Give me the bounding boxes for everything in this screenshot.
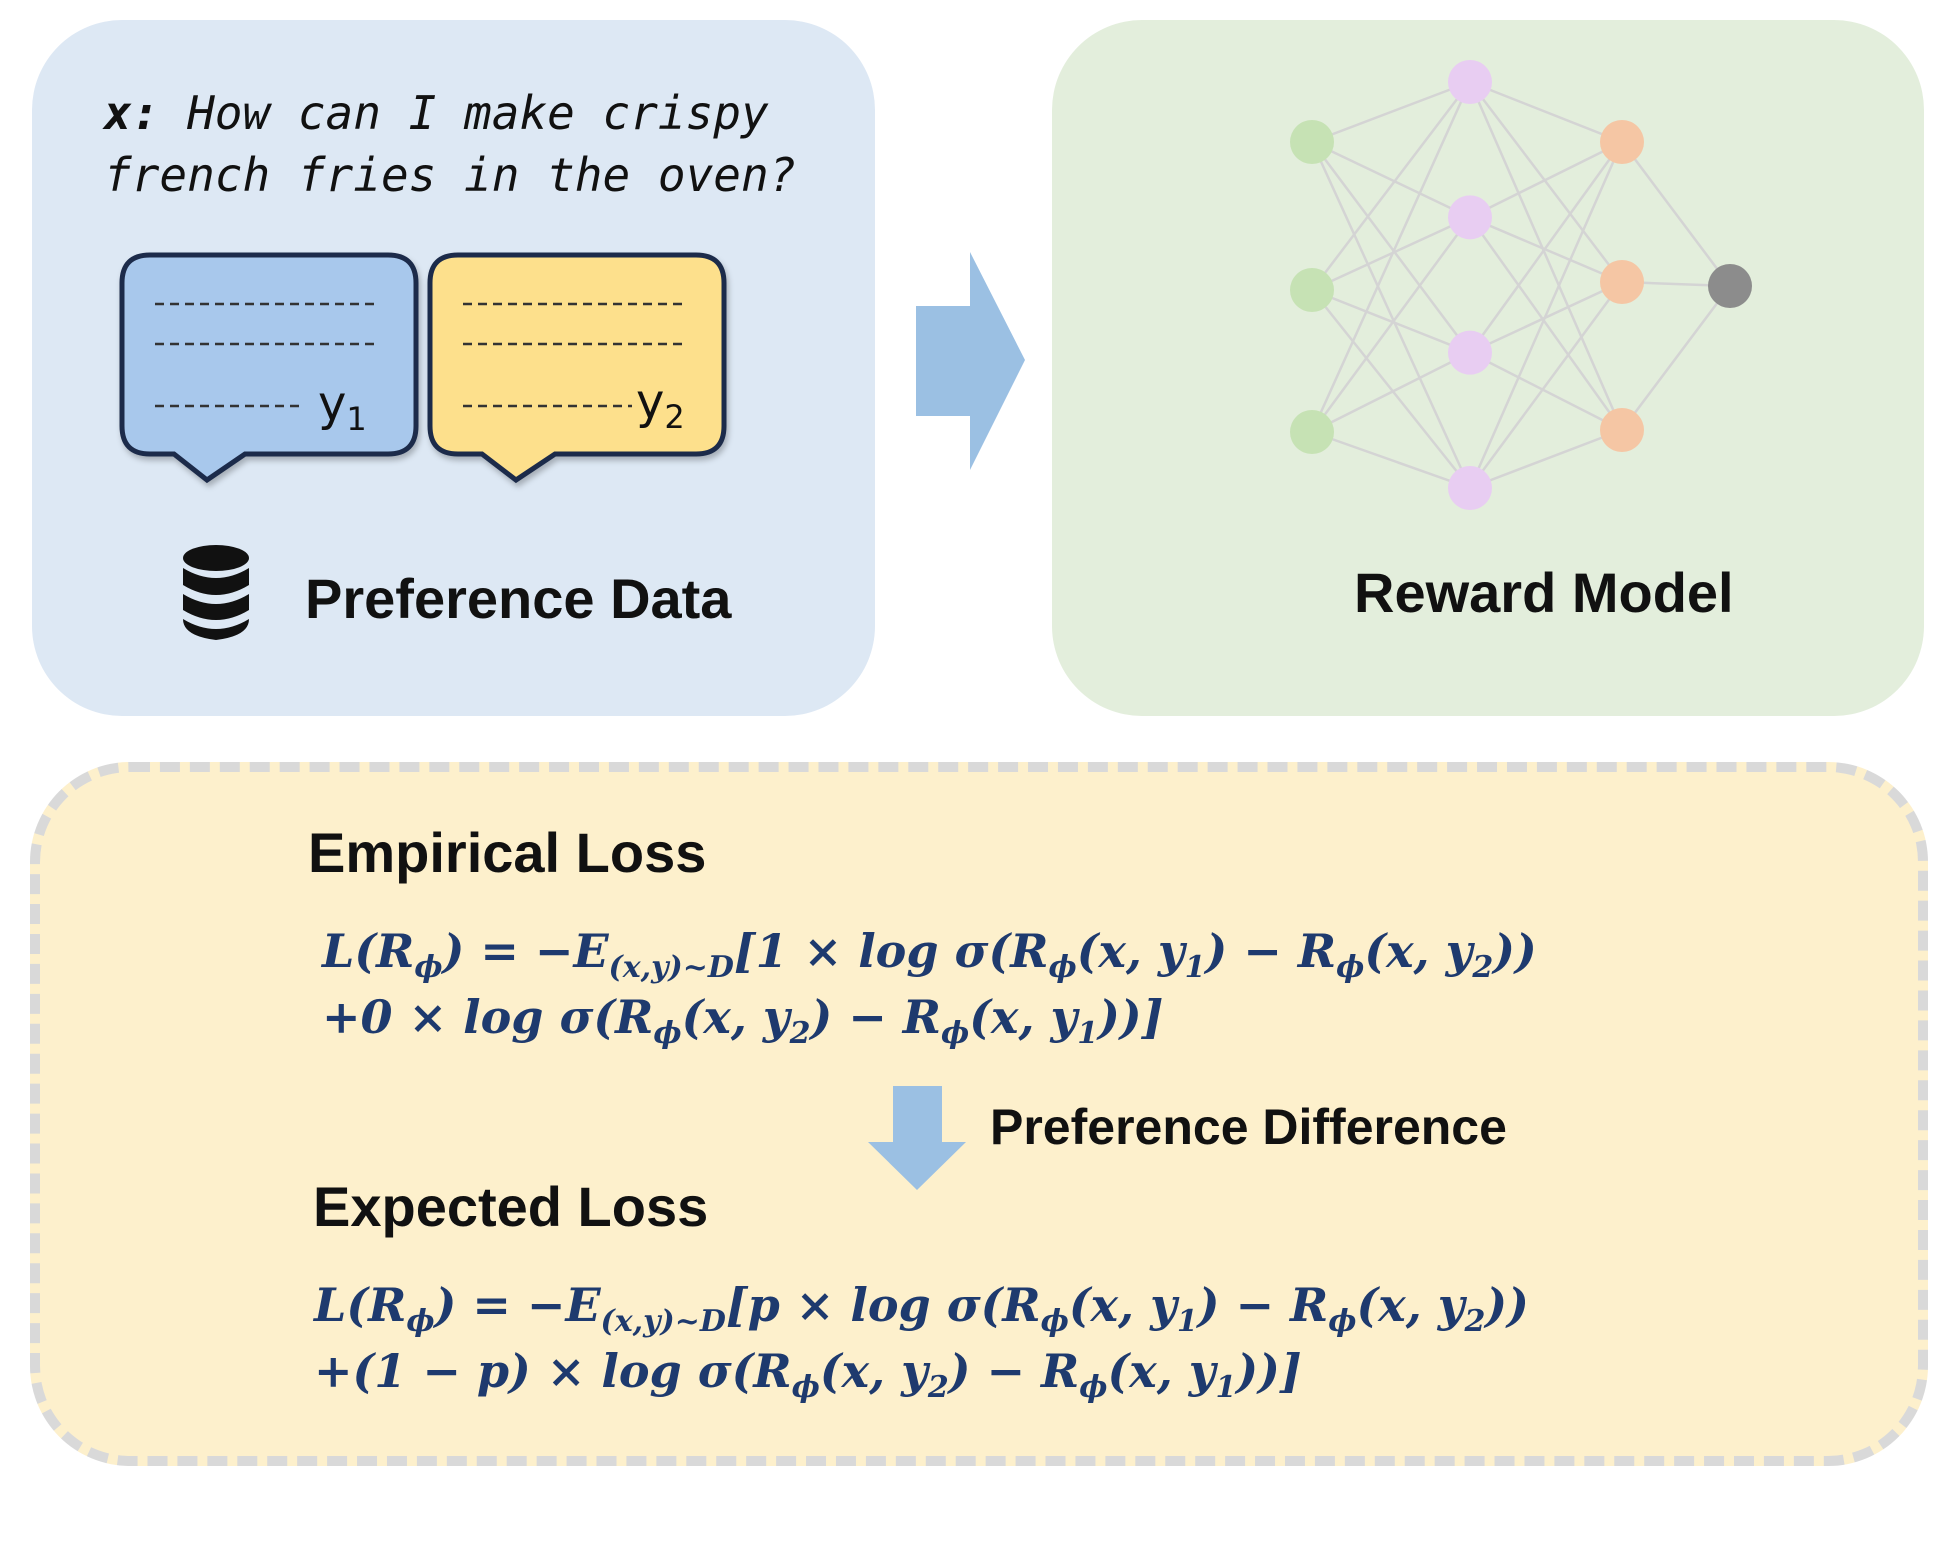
network-node	[1708, 264, 1752, 308]
network-edge	[1311, 289, 1471, 489]
network-edge	[1311, 140, 1471, 219]
response-2-label: y2	[636, 374, 685, 436]
network-edge	[1469, 140, 1623, 219]
network-node	[1448, 330, 1492, 375]
right-arrow	[916, 252, 1025, 470]
network-edge	[1468, 216, 1624, 431]
empirical-loss-equation-line-2: +0 × log σ(Rϕ(x, y2) − Rϕ(x, y1))]	[322, 990, 1164, 1051]
network-edge	[1311, 216, 1471, 292]
network-node	[1600, 260, 1644, 304]
prompt-question: How can I make crispy french fries in th…	[104, 86, 797, 202]
network-node	[1448, 60, 1492, 104]
network-edge	[1469, 81, 1623, 283]
preference-data-title: Preference Data	[305, 567, 732, 630]
network-edge	[1310, 216, 1472, 433]
network-node	[1448, 195, 1492, 240]
network-edge	[1468, 141, 1624, 489]
network-edge	[1468, 281, 1624, 489]
network-edge	[1469, 216, 1623, 284]
network-edge	[1310, 141, 1472, 489]
loss-panel	[30, 762, 1928, 1466]
response-1-label: y1	[318, 376, 367, 438]
network-edge	[1311, 288, 1471, 354]
expected-loss-equation-line-1: L(Rϕ) = −E(x,y)~D[p × log σ(Rϕ(x, y1) − …	[314, 1278, 1529, 1339]
network-edge	[1468, 81, 1624, 431]
empirical-loss-equation-line-1: L(Rϕ) = −E(x,y)~D[1 × log σ(Rϕ(x, y1) − …	[322, 924, 1537, 985]
network-edge	[1469, 351, 1623, 432]
response-bubble-2	[427, 252, 727, 484]
expected-loss-title: Expected Loss	[313, 1175, 709, 1238]
network-edges	[1310, 80, 1731, 490]
network-edge	[1469, 428, 1623, 490]
network-edge	[1621, 285, 1731, 431]
network-node	[1290, 410, 1334, 454]
prompt-text: x: How can I make crispy french fries in…	[104, 82, 844, 206]
network-edge	[1311, 141, 1471, 354]
network-edge	[1469, 80, 1623, 144]
empirical-loss-title: Empirical Loss	[308, 821, 707, 884]
expected-loss-equation-line-2: +(1 − p) × log σ(Rϕ(x, y2) − Rϕ(x, y1))]	[314, 1344, 1302, 1405]
response-bubble-1	[119, 252, 419, 484]
prompt-label: x:	[104, 86, 160, 140]
network-edge	[1621, 141, 1731, 287]
network-node	[1290, 120, 1334, 164]
database-icon	[183, 545, 249, 640]
network-edge	[1468, 141, 1624, 354]
network-node	[1600, 120, 1644, 164]
network-edge	[1311, 81, 1471, 291]
network-node	[1600, 408, 1644, 452]
network-edge	[1311, 351, 1471, 434]
network-edge	[1311, 430, 1471, 490]
network-node	[1448, 466, 1492, 510]
preference-difference-label: Preference Difference	[990, 1099, 1507, 1155]
reward-model-panel	[1052, 20, 1924, 716]
reward-model-title: Reward Model	[1354, 561, 1734, 624]
network-edge	[1310, 81, 1472, 433]
network-node	[1290, 268, 1334, 312]
network-edge	[1311, 80, 1471, 144]
